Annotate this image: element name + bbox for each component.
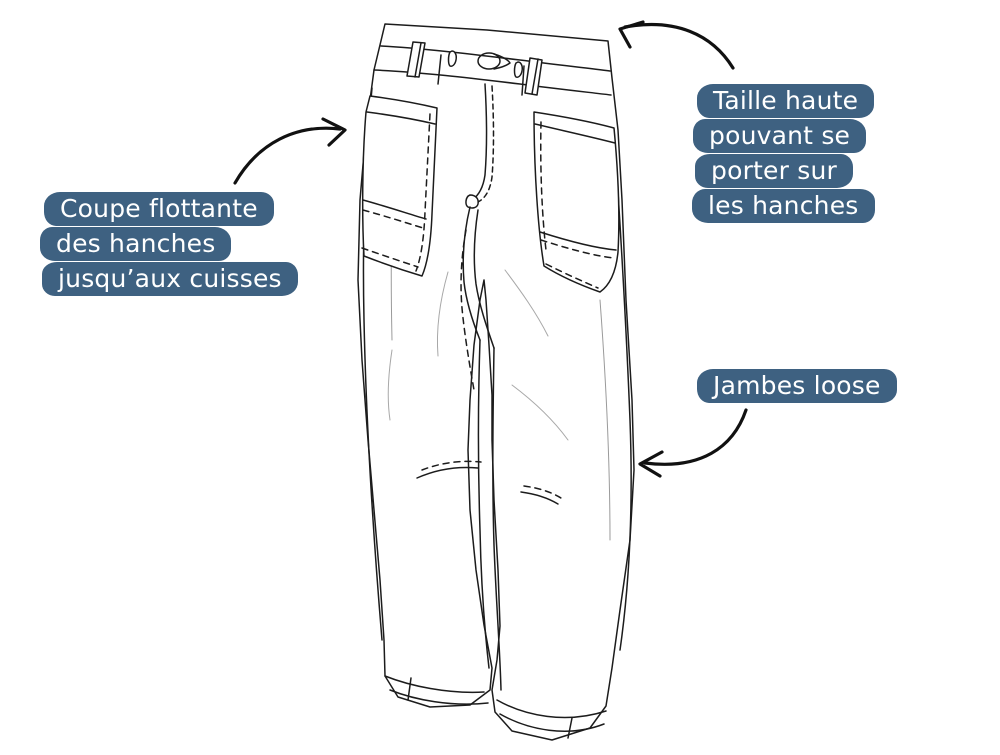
waistband-center-seam-left [437, 54, 442, 85]
left-pocket-stitch-bottom [361, 247, 419, 268]
drape-line-1 [437, 271, 449, 357]
fly-stop [465, 194, 479, 209]
buttonhole-right [513, 61, 523, 78]
annotation-waist: Taille haute pouvant se porter sur les h… [692, 84, 875, 224]
right-hem-cuff-top [496, 699, 607, 719]
left-cuff-side-tick [407, 677, 412, 701]
drape-line-4 [387, 349, 393, 421]
left-hem-cuff-top [384, 675, 485, 694]
left-knee-seam [416, 466, 479, 479]
annotation-fit-line-1: Coupe flottante [44, 192, 274, 226]
left-leg-inseam [477, 339, 490, 669]
annotation-waist-line-1: Taille haute [697, 84, 875, 118]
buttonhole-left [447, 50, 457, 67]
left-pocket-flap-seam [362, 199, 427, 220]
crotch-seam-left [462, 206, 481, 341]
annotation-waist-line-2: pouvant se [693, 119, 867, 153]
annotation-legs: Jambes loose [697, 369, 897, 404]
crotch-dashed-stitch [460, 229, 475, 391]
fly-inner-curve [477, 85, 495, 203]
fly-outer-curve [471, 83, 488, 201]
right-hem-cuff-fold [499, 713, 605, 732]
right-cuff-side-tick [567, 717, 573, 739]
drape-line-2 [504, 269, 549, 337]
annotation-waist-line-3: porter sur [695, 154, 853, 188]
annotation-fit: Coupe flottante des hanches jusqu’aux cu… [40, 192, 298, 297]
right-pocket-stitch-bottom [545, 263, 599, 289]
waistband-button [477, 52, 501, 70]
waistband-center-seam-right [521, 65, 525, 96]
left-pocket-stitch-lower [362, 209, 424, 229]
drape-line-3 [511, 384, 569, 441]
right-pocket-upper-facing [534, 123, 616, 144]
crotch-seam-right [473, 209, 495, 349]
right-leg-outer-crease [599, 299, 611, 541]
annotation-fit-line-2: des hanches [40, 227, 232, 261]
right-pocket-flap-seam [539, 231, 617, 251]
right-knee-stitch [523, 485, 562, 499]
left-knee-stitch [421, 460, 482, 471]
right-leg-inseam [492, 347, 502, 691]
belt-loop-left-inner [414, 42, 422, 78]
waistband-button-tab [493, 53, 511, 70]
left-pocket-upper-facing [366, 111, 436, 125]
right-knee-seam [520, 491, 559, 505]
left-pocket-outline [361, 95, 438, 277]
left-hem-cuff-fold [389, 689, 489, 705]
right-pocket-stitch-lower [540, 239, 615, 259]
annotation-fit-line-3: jusqu’aux cuisses [42, 262, 298, 296]
belt-loop-right-inner [531, 58, 539, 95]
annotation-legs-line-1: Jambes loose [697, 369, 897, 403]
annotation-waist-line-4: les hanches [692, 189, 875, 223]
right-pocket-stitch-main [539, 121, 547, 251]
